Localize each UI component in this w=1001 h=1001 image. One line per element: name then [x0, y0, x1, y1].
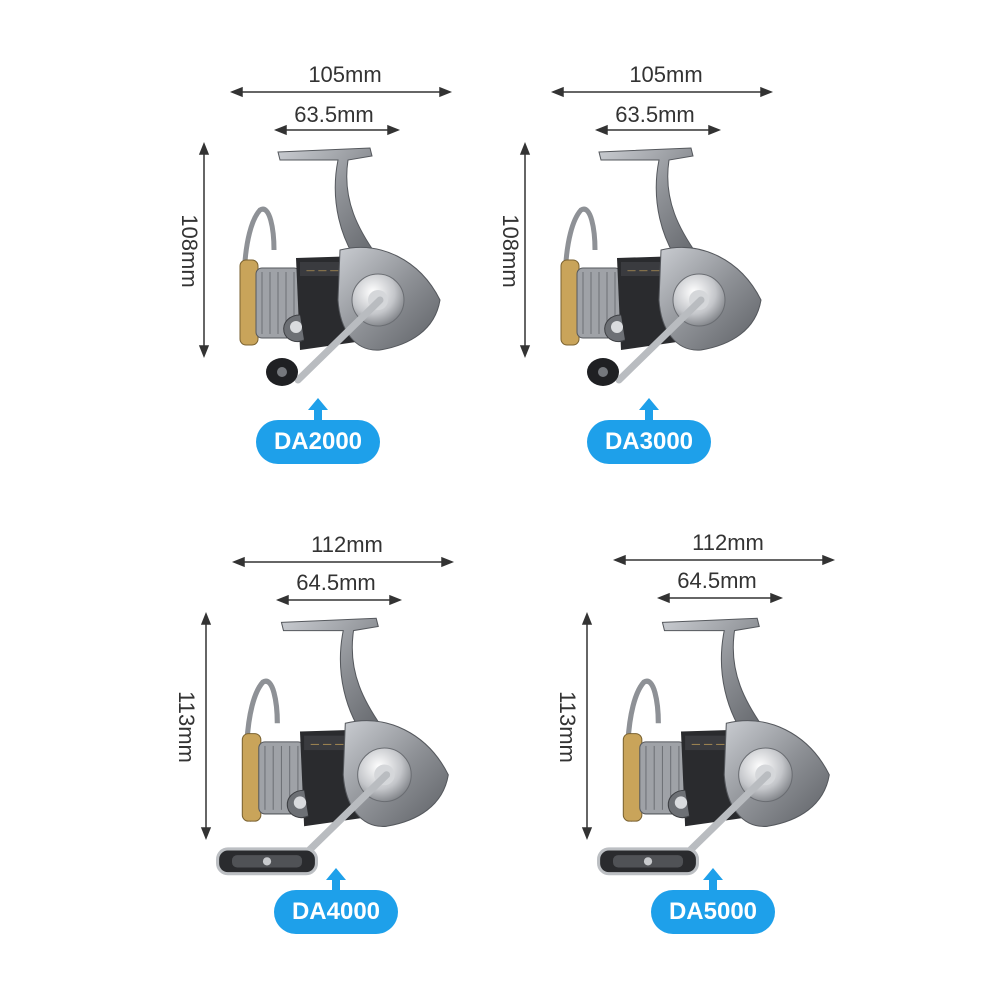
svg-text:— — —: — — —	[306, 266, 339, 276]
width-label: 112mm	[692, 530, 764, 555]
up-arrow-icon	[703, 868, 723, 890]
model-badge: DA2000	[256, 420, 380, 464]
dimension-lines	[200, 556, 455, 841]
dimension-lines	[198, 86, 453, 359]
fishing-reel-image: — — —	[560, 147, 762, 386]
handle-length-label: 63.5mm	[615, 102, 695, 127]
dimension-lines	[581, 554, 836, 841]
handle-length-label: 63.5mm	[294, 102, 374, 127]
fishing-reel-image: — — —	[216, 617, 449, 876]
fishing-reel-image: — — —	[239, 147, 441, 386]
up-arrow-icon	[639, 398, 659, 420]
dimension-lines	[519, 86, 774, 359]
width-label: 112mm	[311, 532, 383, 557]
svg-text:— — —: — — —	[310, 739, 344, 750]
svg-text:— — —: — — —	[691, 739, 725, 750]
reel-panel-da2000: 105mm 63.5mm 108mm — — —	[0, 0, 500, 500]
handle-length-label: 64.5mm	[677, 568, 757, 593]
reel-panel-da3000: 105mm 63.5mm 108mm — — —	[321, 0, 821, 500]
svg-text:— — —: — — —	[627, 266, 660, 276]
model-badge: DA3000	[587, 420, 711, 464]
model-badge: DA5000	[651, 890, 775, 934]
fishing-reel-image: — — —	[597, 617, 830, 876]
width-label: 105mm	[629, 62, 703, 87]
handle-length-label: 64.5mm	[296, 570, 376, 595]
up-arrow-icon	[326, 868, 346, 890]
reel-panel-da5000: 112mm 64.5mm 113mm — — —	[381, 470, 881, 970]
model-badge: DA4000	[274, 890, 398, 934]
up-arrow-icon	[308, 398, 328, 420]
reel-panel-da4000: 112mm 64.5mm 113mm — — —	[0, 470, 500, 970]
width-label: 105mm	[308, 62, 382, 87]
